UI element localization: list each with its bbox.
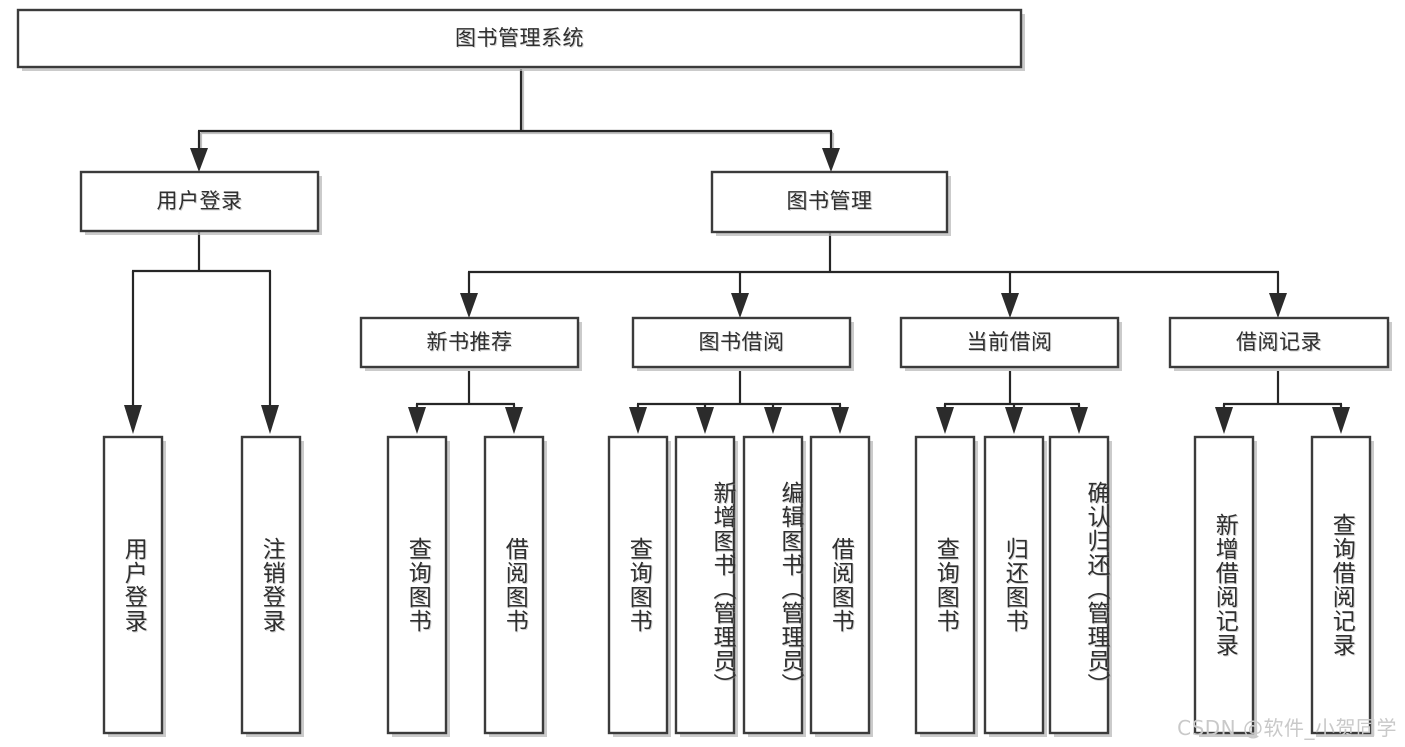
arrow-root-to-book-manage bbox=[822, 148, 840, 172]
connector-group-new-book-recommend bbox=[408, 371, 523, 434]
node-leaf-user-logout[interactable] bbox=[240, 435, 302, 735]
arrow-to-leaf-user-login bbox=[124, 405, 142, 434]
node-new-book-recommend[interactable] bbox=[359, 316, 580, 369]
arrow-to-leaf-add-record bbox=[1215, 407, 1233, 434]
arrow-to-leaf-query-book-2 bbox=[629, 407, 647, 434]
node-leaf-add-record[interactable] bbox=[1193, 435, 1255, 735]
node-leaf-user-login[interactable] bbox=[102, 435, 164, 735]
arrow-to-new-book-recommend bbox=[460, 293, 478, 318]
node-book-borrow[interactable] bbox=[631, 316, 852, 369]
arrow-to-leaf-borrow-book-1 bbox=[505, 407, 523, 434]
arrow-to-leaf-user-logout bbox=[261, 405, 279, 434]
arrow-root-to-user-login bbox=[190, 148, 208, 172]
node-user-login[interactable] bbox=[79, 170, 320, 233]
connector-group-book-manage bbox=[460, 232, 1287, 318]
arrow-to-leaf-query-record bbox=[1332, 407, 1350, 434]
node-borrow-record[interactable] bbox=[1168, 316, 1390, 369]
node-book-manage[interactable] bbox=[710, 170, 949, 234]
arrow-to-leaf-confirm-return bbox=[1070, 407, 1088, 434]
arrow-to-book-borrow bbox=[731, 293, 749, 318]
arrow-to-leaf-borrow-book-2 bbox=[831, 407, 849, 434]
node-leaf-confirm-return[interactable] bbox=[1048, 435, 1110, 735]
arrow-to-leaf-query-book-3 bbox=[936, 407, 954, 434]
connector-group-user-login bbox=[124, 231, 279, 434]
arrow-to-leaf-query-book-1 bbox=[408, 407, 426, 434]
node-leaf-query-book-3[interactable] bbox=[914, 435, 976, 735]
connector-group-book-borrow bbox=[629, 371, 849, 434]
node-leaf-borrow-book-2[interactable] bbox=[809, 435, 871, 735]
arrow-to-leaf-edit-book bbox=[764, 407, 782, 434]
node-leaf-return-book[interactable] bbox=[983, 435, 1045, 735]
node-root[interactable] bbox=[16, 8, 1023, 69]
node-leaf-add-book[interactable] bbox=[674, 435, 736, 735]
arrow-to-leaf-add-book bbox=[696, 407, 714, 434]
node-leaf-borrow-book-1[interactable] bbox=[483, 435, 545, 735]
arrow-to-current-borrow bbox=[1001, 293, 1019, 318]
node-leaf-query-book-2[interactable] bbox=[607, 435, 669, 735]
arrow-to-leaf-return-book bbox=[1005, 407, 1023, 434]
connector-group-current-borrow bbox=[936, 371, 1088, 434]
connector-group-root bbox=[190, 69, 840, 172]
node-current-borrow[interactable] bbox=[899, 316, 1120, 369]
node-leaf-edit-book[interactable] bbox=[742, 435, 804, 735]
arrow-to-borrow-record bbox=[1269, 293, 1287, 318]
node-leaf-query-record[interactable] bbox=[1310, 435, 1372, 735]
connector-group-borrow-record bbox=[1215, 371, 1350, 434]
node-leaf-query-book-1[interactable] bbox=[386, 435, 448, 735]
